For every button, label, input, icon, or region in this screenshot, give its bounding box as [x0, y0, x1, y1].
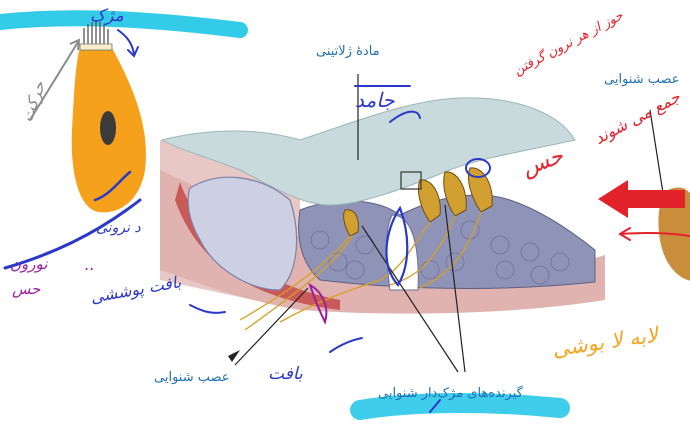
arrow-to-nerve-label	[228, 350, 240, 362]
annotation-tissue: بافت	[268, 364, 303, 384]
label-gelatinous-matter: مادهٔ ژلاتینی	[316, 44, 380, 59]
hair-cell	[72, 20, 146, 212]
cover-text-dots: ..	[84, 255, 94, 274]
annotation-cell-text-1: د نرونی	[96, 220, 141, 236]
label-auditory-nerve-right: عصب شنوایی	[604, 72, 680, 87]
annotation-cell-text-3: حس	[12, 280, 40, 298]
annotation-hair-top: مژک	[90, 6, 124, 26]
label-hair-receptors: گیرنده‌های مژک‌دار شنوایی	[378, 386, 523, 401]
annotation-cell-text-2: نورون	[10, 255, 47, 273]
cochlea-cross-section	[160, 98, 605, 330]
label-auditory-nerve-left: عصب شنوایی	[154, 370, 230, 385]
cyan-highlight-bottom	[360, 403, 560, 410]
annotation-solid: جامد	[355, 88, 395, 112]
